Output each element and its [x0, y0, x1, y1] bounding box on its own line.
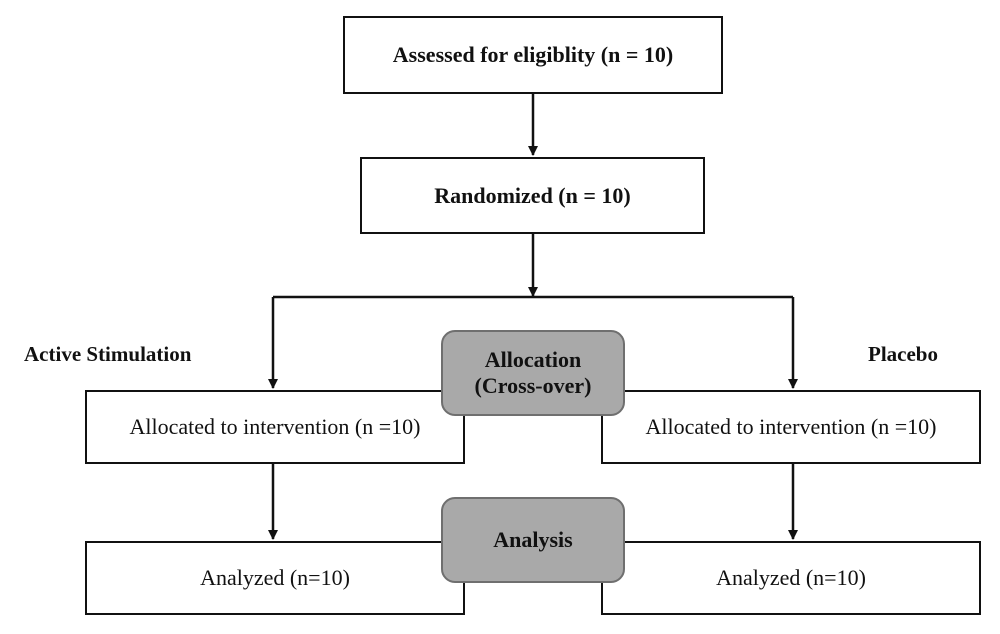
arm-label-placebo: Placebo	[868, 342, 938, 366]
assessed-text: Assessed for eligiblity (n = 10)	[392, 42, 674, 68]
allocation-label-line2: (Cross-over)	[474, 373, 592, 398]
analysis-label: Analysis	[493, 526, 573, 552]
allocated-right-text: Allocated to intervention (n =10)	[645, 414, 937, 440]
analyzed-left-box: Analyzed (n=10)	[85, 541, 465, 615]
assessed-box: Assessed for eligiblity (n = 10)	[343, 16, 723, 94]
allocated-left-text: Allocated to intervention (n =10)	[129, 414, 421, 440]
analyzed-left-text: Analyzed (n=10)	[200, 565, 350, 591]
allocation-label-line1: Allocation	[484, 346, 582, 372]
analyzed-right-text: Analyzed (n=10)	[716, 565, 866, 591]
randomized-text: Randomized (n = 10)	[434, 182, 631, 208]
analysis-stage-label: Analysis	[441, 497, 625, 583]
randomized-box: Randomized (n = 10)	[360, 157, 705, 234]
arm-label-active: Active Stimulation	[24, 342, 192, 366]
analyzed-right-box: Analyzed (n=10)	[601, 541, 981, 615]
allocated-right-box: Allocated to intervention (n =10)	[601, 390, 981, 464]
allocated-left-box: Allocated to intervention (n =10)	[85, 390, 465, 464]
allocation-stage-label: Allocation (Cross-over)	[441, 330, 625, 416]
